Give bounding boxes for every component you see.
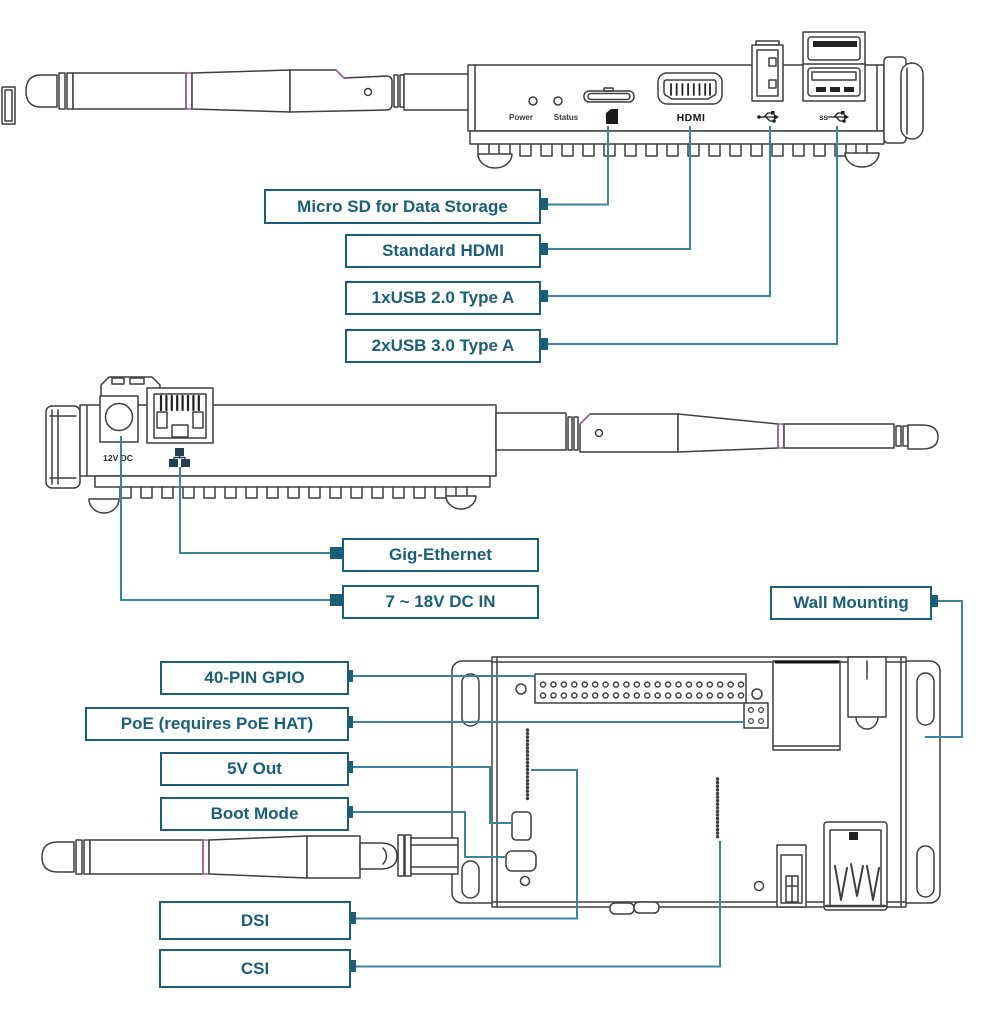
usb-trident-icon: [757, 111, 779, 123]
front-panel-view: Power Status HDMI SS: [1, 31, 924, 169]
callout-ethernet-label: Gig-Ethernet: [389, 545, 492, 564]
callout-usb3: 2xUSB 3.0 Type A: [345, 329, 541, 363]
dc-jack-label: 12V DC: [103, 453, 133, 463]
gpio-header: [534, 673, 747, 704]
5v-out-connector: [511, 811, 532, 841]
callout-5v-out-label: 5V Out: [227, 759, 282, 778]
line-ethernet: [179, 467, 332, 554]
callout-csi-label: CSI: [240, 958, 270, 978]
line-dsi: [355, 769, 578, 920]
usb3-ss-marking: SS: [819, 115, 828, 122]
bottom-view: [41, 656, 941, 915]
left-antenna: [25, 69, 471, 113]
usb-connector-bottom-large: [823, 821, 888, 911]
callout-5v-out: 5V Out: [160, 752, 349, 786]
dc-jack-housing-bottom: [847, 656, 887, 730]
hdmi-port: [657, 72, 723, 105]
callout-wall-mounting-label: Wall Mounting: [793, 593, 909, 612]
ethernet-nodes-icon: [169, 448, 190, 467]
callout-lines: [120, 126, 963, 968]
line-csi: [355, 841, 721, 968]
usb2-port-block: [751, 40, 784, 102]
usb3-ss-trident-icon: SS: [819, 111, 849, 123]
ethernet-port: [146, 387, 214, 444]
status-led-icon: [553, 96, 563, 106]
line-micro-sd: [547, 126, 609, 206]
callout-dc-in: 7 ~ 18V DC IN: [342, 585, 539, 619]
callout-micro-sd-label: Micro SD for Data Storage: [297, 196, 508, 216]
boot-mode-switch: [505, 850, 537, 872]
hdmi-logo: HDMI: [677, 112, 706, 124]
micro-sd-slot: [583, 87, 635, 103]
callout-boot-mode: Boot Mode: [160, 797, 349, 831]
poe-header: [743, 702, 769, 729]
callout-dc-in-label: 7 ~ 18V DC IN: [385, 592, 496, 611]
callout-gpio-label: 40-PIN GPIO: [204, 668, 305, 687]
callout-poe: PoE (requires PoE HAT): [85, 707, 349, 741]
power-led-icon: [528, 96, 538, 106]
callout-usb3-label: 2xUSB 3.0 Type A: [371, 336, 515, 355]
callout-dsi: DSI: [159, 901, 351, 940]
power-led-label: Power: [509, 113, 533, 122]
status-led-label: Status: [554, 113, 579, 122]
line-dc-in: [120, 436, 332, 601]
ethernet-housing-bottom: [772, 660, 841, 751]
line-usb3: [547, 126, 838, 345]
callout-poe-label: PoE (requires PoE HAT): [120, 714, 314, 733]
callout-wall-mounting: Wall Mounting: [770, 586, 932, 620]
dc-jack: [99, 395, 139, 443]
callout-usb2-label: 1xUSB 2.0 Type A: [371, 288, 515, 307]
rear-panel-view: 12V DC: [45, 376, 939, 514]
line-5v-out: [353, 766, 512, 824]
usb3-port-stack: [802, 31, 866, 102]
callout-micro-sd: Micro SD for Data Storage: [264, 189, 541, 224]
line-wall-mounting: [925, 600, 963, 738]
line-hdmi: [547, 126, 691, 250]
callout-gpio: 40-PIN GPIO: [160, 661, 349, 695]
antenna-connector-cap: [45, 405, 81, 489]
bottom-antenna: [41, 834, 459, 879]
callout-dsi-label: DSI: [240, 910, 270, 930]
rear-antenna: [495, 412, 939, 453]
callout-csi: CSI: [159, 949, 351, 988]
line-boot-mode: [353, 811, 506, 858]
right-antenna-base: [883, 56, 924, 144]
line-usb2: [547, 126, 771, 297]
usb-connector-bottom-small: [776, 844, 807, 908]
micro-sd-card-icon: [606, 109, 618, 124]
callout-hdmi: Standard HDMI: [345, 234, 541, 268]
callout-ethernet: Gig-Ethernet: [342, 538, 539, 572]
callout-usb2: 1xUSB 2.0 Type A: [345, 281, 541, 315]
callout-hdmi-label: Standard HDMI: [382, 241, 504, 260]
callout-boot-mode-label: Boot Mode: [210, 804, 299, 823]
